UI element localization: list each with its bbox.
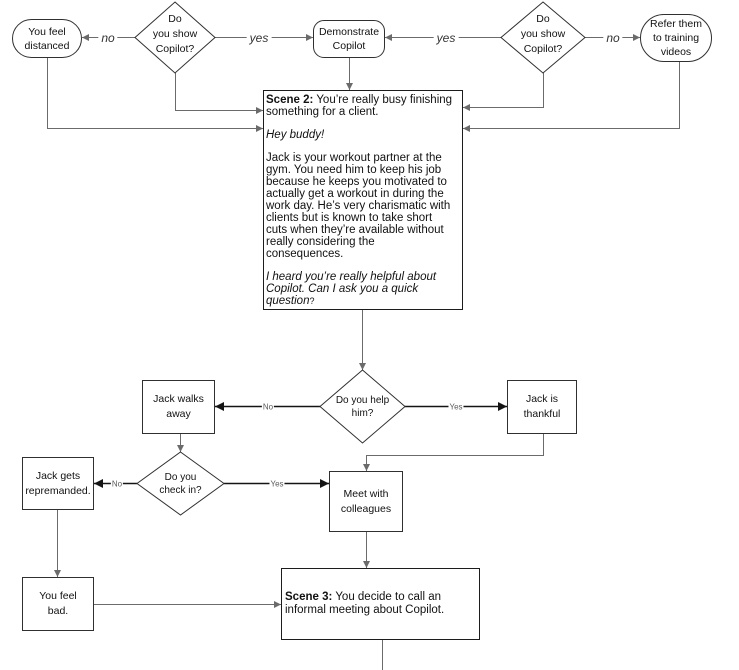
connector-refer-to-scene-2 <box>463 62 680 132</box>
scene-3-text: Scene 3: You decide to call an informal … <box>285 591 444 617</box>
left-show-copilot-diamond <box>134 1 216 74</box>
check-in-label: Do you check in? <box>159 471 202 496</box>
scene-2-question-mark: ? <box>309 296 315 306</box>
scene-3-label: Scene 3: <box>285 591 333 603</box>
right-show-copilot-label: Do you show Copilot? <box>520 12 566 55</box>
edge-label-right-no: no <box>603 30 623 45</box>
meet-with-colleagues-label: Meet with colleagues <box>340 487 392 515</box>
connector-distanced-to-scene-2 <box>47 58 263 132</box>
outcome-you-feel-distanced: You feel distanced <box>12 19 82 58</box>
meet-with-colleagues-node: Meet with colleagues <box>329 471 403 532</box>
connector-left-decision-to-scene-2 <box>175 73 263 114</box>
scene-2-question-text: I heard you’re really helpful about Copi… <box>266 271 437 307</box>
help-him-decision: Do you help him? <box>320 370 405 443</box>
jack-is-thankful-node: Jack is thankful <box>507 380 577 434</box>
scene-2-body: Jack is your workout partner at the gym.… <box>266 152 451 260</box>
edge-label-left-yes: yes <box>246 30 272 45</box>
connector-right-decision-to-scene-2 <box>463 73 544 111</box>
scene-2-question: I heard you’re really helpful about Copi… <box>266 271 460 307</box>
left-show-copilot-decision: Do you show Copilot? <box>135 2 215 66</box>
jack-is-thankful-label: Jack is thankful <box>523 393 561 420</box>
refer-training-videos-label: Refer them to training videos <box>650 18 702 58</box>
you-feel-bad-label: You feel bad. <box>39 590 77 617</box>
help-him-label: Do you help him? <box>335 394 390 419</box>
jack-walks-away-node: Jack walks away <box>142 380 215 434</box>
scene-2-heading-text: You’re really busy finishing something f… <box>266 94 453 118</box>
jack-gets-reprimanded-node: Jack gets repremanded. <box>22 457 94 510</box>
check-in-decision: Do you check in? <box>137 452 224 515</box>
edge-label-check-in-no: No <box>110 479 124 488</box>
jack-walks-away-label: Jack walks away <box>153 393 204 420</box>
scene-2-label: Scene 2: <box>266 94 314 106</box>
edge-label-help-yes: Yes <box>448 402 464 411</box>
scene-3-box: Scene 3: You decide to call an informal … <box>281 568 480 640</box>
bottom-connectors <box>54 510 383 670</box>
scene-2-greeting: Hey buddy! <box>266 129 325 141</box>
decision-shapes <box>134 1 586 516</box>
edge-label-right-yes: yes <box>433 30 459 45</box>
right-show-copilot-decision: Do you show Copilot? <box>501 2 585 66</box>
scene-2-box: Scene 2: You’re really busy finishing so… <box>263 90 463 310</box>
outcome-refer-training-videos: Refer them to training videos <box>640 14 712 62</box>
right-show-copilot-diamond <box>500 1 586 74</box>
demonstrate-copilot-label: Demonstrate Copilot <box>318 26 380 52</box>
connector-thankful-to-meet <box>363 434 544 471</box>
edge-label-left-no: no <box>98 30 118 45</box>
you-feel-bad-node: You feel bad. <box>22 577 94 631</box>
check-in-diamond <box>136 451 225 516</box>
edge-label-help-no: No <box>261 402 275 411</box>
left-show-copilot-label: Do you show Copilot? <box>152 12 198 55</box>
scene-3-heading-text: You decide to call an informal meeting a… <box>285 591 445 616</box>
edge-label-check-in-yes: Yes <box>269 479 285 488</box>
help-him-diamond <box>319 369 406 444</box>
scene-2-heading: Scene 2: You’re really busy finishing so… <box>266 94 460 118</box>
jack-gets-reprimanded-label: Jack gets repremanded. <box>25 469 91 497</box>
you-feel-distanced-label: You feel distanced <box>24 25 70 52</box>
demonstrate-copilot-node: Demonstrate Copilot <box>313 20 385 58</box>
